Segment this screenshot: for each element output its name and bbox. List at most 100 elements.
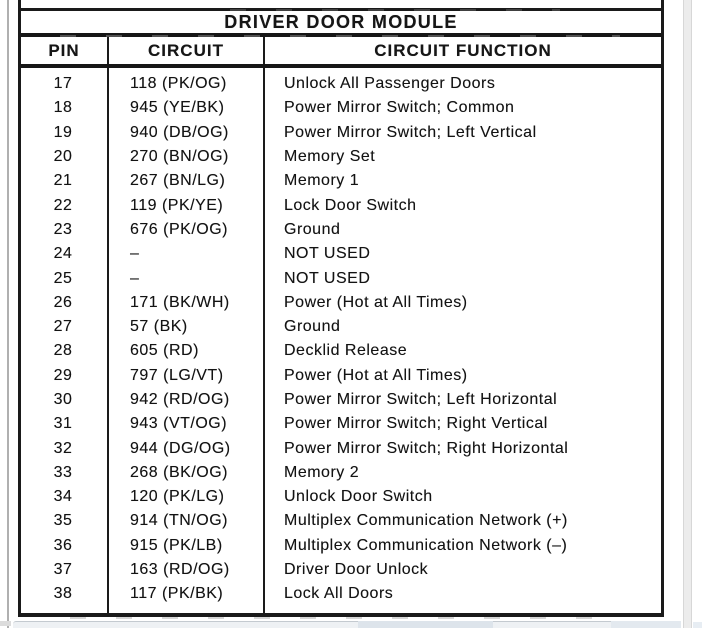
table-row: 23 676 (PK/OG) Ground	[21, 218, 661, 242]
pin-cell: 33	[53, 463, 73, 481]
column-divider-circuit-function	[263, 68, 265, 613]
table-row: 30 942 (RD/OG) Power Mirror Switch; Left…	[21, 388, 661, 412]
pin-cell: 21	[53, 172, 73, 190]
circuit-function-cell: Memory 1	[284, 172, 360, 190]
circuit-function-cell: Lock Door Switch	[284, 196, 417, 214]
circuit-cell: 119 (PK/YE)	[130, 196, 224, 214]
pin-cell: 25	[53, 269, 73, 287]
circuit-function-cell: Driver Door Unlock	[284, 561, 429, 579]
bottom-edge-bar	[13, 621, 681, 628]
circuit-function-cell: Ground	[284, 220, 341, 238]
page-left-edge-line	[7, 0, 9, 628]
pin-cell: 23	[53, 220, 73, 238]
table-row: 22 119 (PK/YE) Lock Door Switch	[21, 193, 661, 217]
table-row: 20 270 (BN/OG) Memory Set	[21, 145, 661, 169]
table-row: 37 163 (RD/OG) Driver Door Unlock	[21, 558, 661, 582]
circuit-cell: 942 (RD/OG)	[130, 391, 230, 408]
circuit-cell: 605 (RD)	[130, 342, 199, 360]
circuit-function-cell: Multiplex Communication Network (–)	[284, 536, 568, 554]
bottom-edge-fragment	[693, 622, 702, 628]
table-row: 31 943 (VT/OG) Power Mirror Switch; Righ…	[21, 412, 661, 436]
table-row: 21 267 (BN/LG) Memory 1	[21, 169, 661, 193]
pin-cell: 28	[53, 342, 73, 360]
table-row: 17 118 (PK/OG) Unlock All Passenger Door…	[21, 72, 661, 96]
table-row: 36 915 (PK/LB) Multiplex Communication N…	[21, 534, 661, 558]
table-row: 35 914 (TN/OG) Multiplex Communication N…	[21, 509, 661, 533]
pin-cell: 17	[53, 75, 73, 93]
circuit-function-cell: NOT USED	[284, 269, 371, 287]
pin-cell: 31	[53, 415, 73, 433]
pin-cell: 37	[53, 561, 73, 579]
table-row: 32 944 (DG/OG) Power Mirror Switch; Righ…	[21, 436, 661, 460]
scan-artifact	[60, 35, 620, 37]
page-right-edge-strip	[683, 0, 692, 628]
pin-cell: 18	[53, 99, 73, 117]
circuit-function-cell: Multiplex Communication Network (+)	[284, 512, 568, 530]
scan-artifact	[230, 9, 560, 11]
column-header-circuit: CIRCUIT	[109, 37, 265, 64]
circuit-function-cell: NOT USED	[284, 245, 371, 263]
circuit-cell: 945 (YE/BK)	[130, 99, 225, 117]
circuit-cell: 120 (PK/LG)	[130, 488, 225, 506]
circuit-function-cell: Unlock Door Switch	[284, 488, 433, 506]
pin-cell: 34	[53, 488, 73, 506]
pin-cell: 22	[53, 196, 73, 214]
table-row: 19 940 (DB/OG) Power Mirror Switch; Left…	[21, 121, 661, 145]
circuit-cell: 117 (PK/BK)	[130, 585, 224, 603]
circuit-cell: 943 (VT/OG)	[130, 415, 228, 433]
circuit-cell: 118 (PK/OG)	[130, 75, 227, 93]
table-row: 18 945 (YE/BK) Power Mirror Switch; Comm…	[21, 96, 661, 120]
circuit-cell: –	[130, 269, 140, 287]
table-row: 24 – NOT USED	[21, 242, 661, 266]
table-row: 34 120 (PK/LG) Unlock Door Switch	[21, 485, 661, 509]
table-row: 28 605 (RD) Decklid Release	[21, 339, 661, 363]
pin-cell: 32	[53, 439, 73, 457]
pin-cell: 30	[53, 391, 73, 408]
table-row: 27 57 (BK) Ground	[21, 315, 661, 339]
pin-cell: 20	[53, 148, 73, 166]
circuit-function-cell: Power Mirror Switch; Right Horizontal	[284, 439, 569, 457]
bottom-edge-segment	[358, 621, 493, 628]
circuit-cell: 915 (PK/LB)	[130, 536, 223, 554]
circuit-function-cell: Decklid Release	[284, 342, 408, 360]
scan-artifact	[70, 617, 620, 619]
circuit-function-cell: Ground	[284, 318, 341, 336]
circuit-function-cell: Power Mirror Switch; Common	[284, 99, 515, 117]
circuit-function-cell: Power (Hot at All Times)	[284, 293, 468, 311]
column-header-pin: PIN	[21, 37, 109, 64]
table-row: 29 797 (LG/VT) Power (Hot at All Times)	[21, 364, 661, 388]
table-title: DRIVER DOOR MODULE	[21, 8, 661, 37]
table-row: 25 – NOT USED	[21, 266, 661, 290]
bottom-edge-fragment	[0, 621, 11, 626]
circuit-function-cell: Unlock All Passenger Doors	[284, 75, 496, 93]
circuit-cell: 940 (DB/OG)	[130, 123, 229, 141]
pin-cell: 19	[53, 123, 73, 141]
table-row: 38 117 (PK/BK) Lock All Doors	[21, 582, 661, 606]
circuit-function-cell: Power Mirror Switch; Left Horizontal	[284, 391, 558, 408]
circuit-cell: 268 (BK/OG)	[130, 463, 228, 481]
circuit-cell: 270 (BN/OG)	[130, 148, 229, 166]
circuit-function-cell: Memory Set	[284, 148, 376, 166]
circuit-cell: 267 (BN/LG)	[130, 172, 226, 190]
column-divider-pin-circuit	[107, 68, 109, 613]
circuit-function-cell: Lock All Doors	[284, 585, 394, 603]
circuit-cell: 163 (RD/OG)	[130, 561, 230, 579]
driver-door-module-table: DRIVER DOOR MODULE PIN CIRCUIT CIRCUIT F…	[18, 0, 664, 617]
circuit-cell: 914 (TN/OG)	[130, 512, 228, 530]
circuit-cell: 944 (DG/OG)	[130, 439, 231, 457]
table-body: 17 118 (PK/OG) Unlock All Passenger Door…	[21, 68, 661, 613]
pin-cell: 29	[53, 366, 73, 384]
circuit-cell: 171 (BK/WH)	[130, 293, 230, 311]
pin-cell: 35	[53, 512, 73, 530]
circuit-cell: 676 (PK/OG)	[130, 220, 228, 238]
table-row: 33 268 (BK/OG) Memory 2	[21, 461, 661, 485]
circuit-cell: –	[130, 245, 140, 263]
pin-cell: 38	[53, 585, 73, 603]
bottom-edge-segment	[611, 621, 681, 628]
circuit-cell: 57 (BK)	[130, 318, 188, 336]
pin-cell: 24	[53, 245, 73, 263]
pin-cell: 36	[53, 536, 73, 554]
circuit-function-cell: Memory 2	[284, 463, 360, 481]
circuit-function-cell: Power (Hot at All Times)	[284, 366, 468, 384]
